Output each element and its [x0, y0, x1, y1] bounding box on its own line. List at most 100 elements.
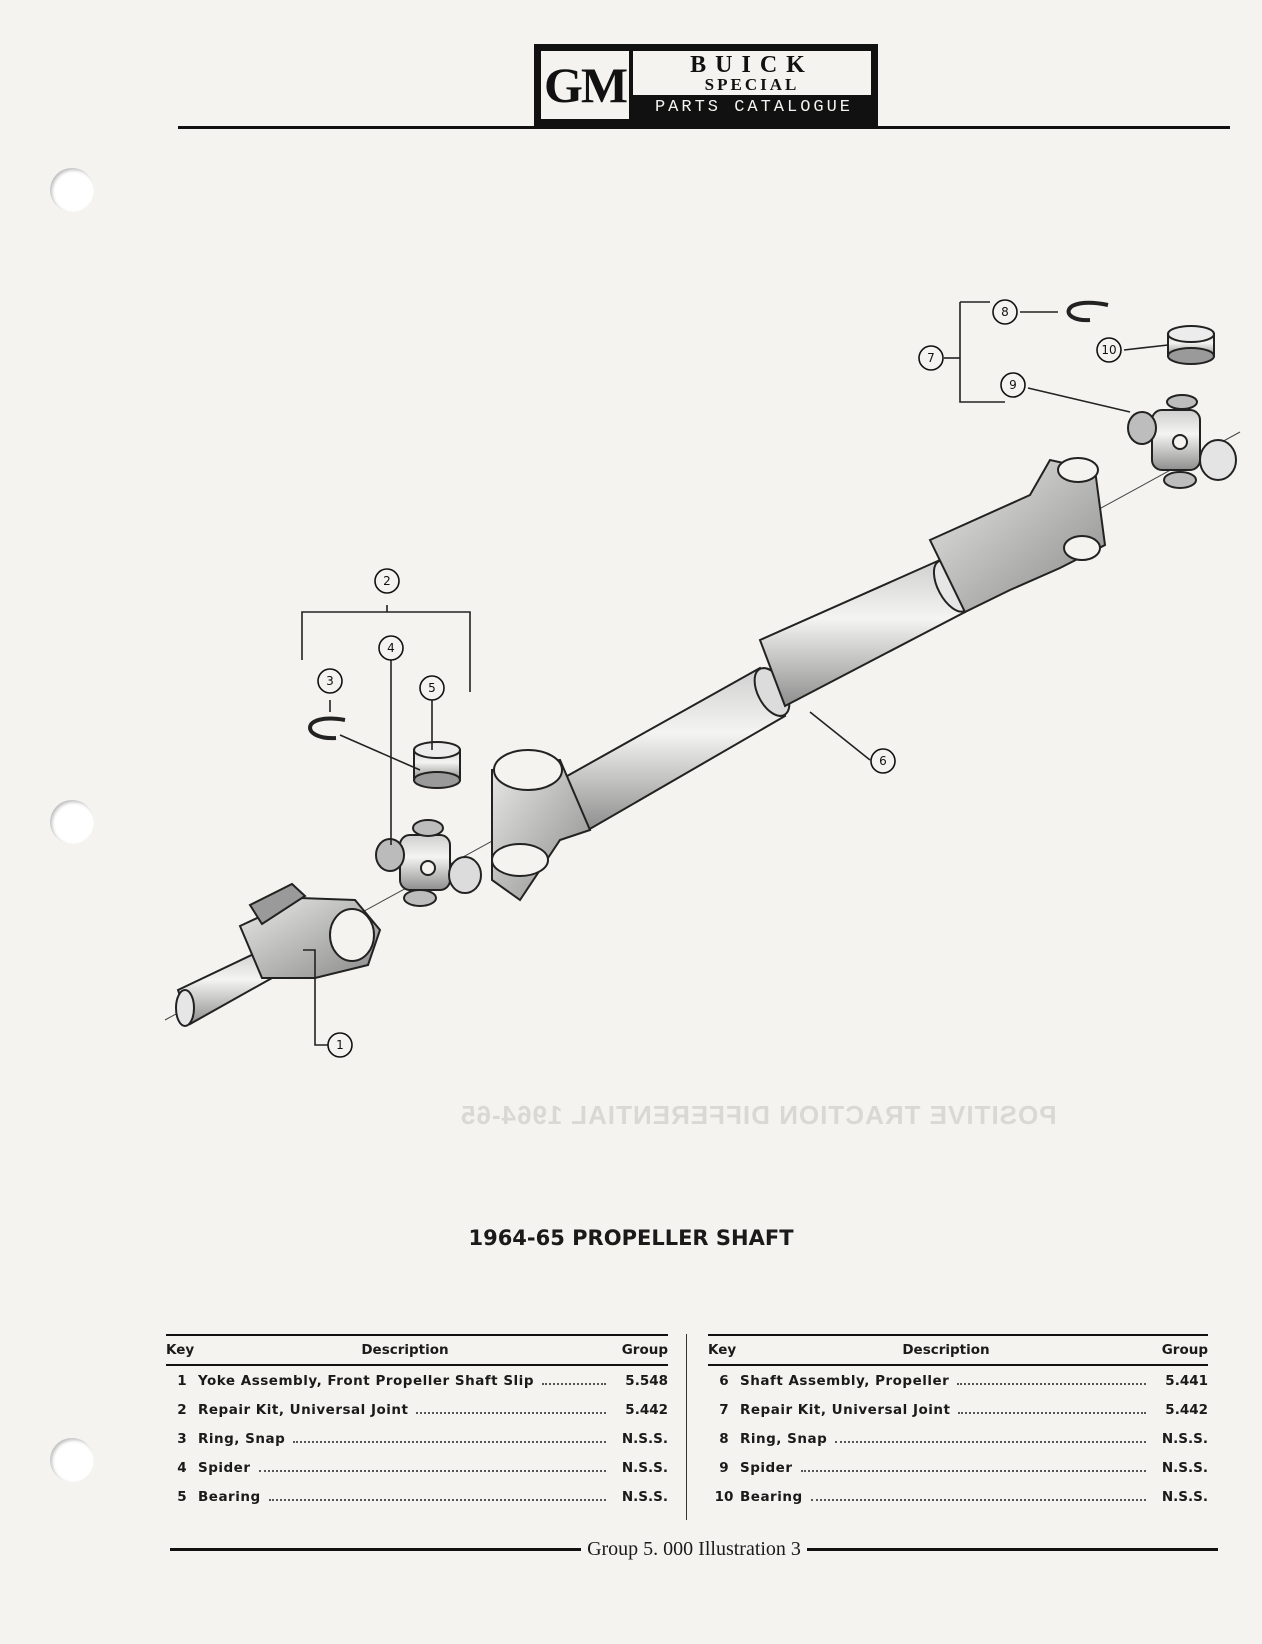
logo-line1: BUICK [690, 51, 814, 78]
row-description: Shaft Assembly, Propeller [740, 1372, 950, 1389]
row-group: N.S.S. [621, 1430, 668, 1447]
logo-line2: SPECIAL [704, 74, 800, 94]
punch-hole-bottom [50, 1438, 94, 1482]
front-spider-part [375, 819, 482, 907]
callout-3: 3 [317, 668, 343, 694]
row-description: Repair Kit, Universal Joint [740, 1401, 951, 1418]
logo-brand: GM [541, 51, 629, 119]
callout-5: 5 [419, 675, 445, 701]
table-column-divider [686, 1334, 687, 1520]
row-key: 6 [719, 1372, 729, 1389]
row-description: Yoke Assembly, Front Propeller Shaft Sli… [198, 1372, 534, 1389]
punch-hole-middle [50, 800, 94, 844]
leader-lines [301, 301, 1169, 1046]
table-row: 4 Spider N.S.S. [166, 1453, 668, 1482]
svg-text:10: 10 [1101, 343, 1116, 357]
parts-table-right: Key Description Group 6 Shaft Assembly, … [708, 1334, 1208, 1511]
svg-text:9: 9 [1009, 378, 1017, 392]
bleed-through-text: POSITIVE TRACTION DIFFERENTIAL 1964-65 [460, 1100, 1057, 1130]
header-group: Group [1161, 1342, 1208, 1358]
row-description: Ring, Snap [740, 1430, 828, 1447]
row-group: N.S.S. [621, 1459, 668, 1476]
header-group: Group [621, 1342, 668, 1358]
callout-10: 10 [1096, 337, 1122, 363]
row-group: N.S.S. [621, 1488, 668, 1505]
row-group: N.S.S. [1161, 1430, 1208, 1447]
table-row: 1 Yoke Assembly, Front Propeller Shaft S… [166, 1366, 668, 1395]
callout-7: 7 [918, 345, 944, 371]
row-group: 5.442 [1165, 1401, 1208, 1418]
footer-rule-left [170, 1547, 582, 1551]
svg-text:3: 3 [326, 674, 334, 688]
row-key: 2 [177, 1401, 187, 1418]
propeller-shaft-exploded-diagram: 1 2 3 4 5 6 7 8 9 10 [164, 299, 1241, 1058]
svg-text:1: 1 [336, 1038, 344, 1052]
gm-parts-catalogue-logo: GM BUICK SPECIAL PARTS CATALOGUE [534, 44, 878, 126]
front-bearing-cup-part [413, 741, 461, 789]
svg-text:7: 7 [927, 351, 935, 365]
punch-hole-top [50, 168, 94, 212]
callout-6: 6 [870, 748, 896, 774]
parts-table-left: Key Description Group 1 Yoke Assembly, F… [166, 1334, 668, 1511]
rear-snap-ring-part [1066, 300, 1109, 323]
logo-buick-special: BUICK SPECIAL [633, 51, 871, 95]
row-group: N.S.S. [1161, 1459, 1208, 1476]
header-key: Key [166, 1342, 195, 1358]
row-group: 5.548 [625, 1372, 668, 1389]
propeller-shaft-tube-part [558, 558, 972, 832]
row-key: 4 [177, 1459, 187, 1476]
logo-text-block: BUICK SPECIAL PARTS CATALOGUE [633, 47, 875, 123]
svg-text:2: 2 [383, 574, 391, 588]
table-header: Key Description Group [166, 1334, 668, 1366]
svg-text:6: 6 [879, 754, 887, 768]
table-row: 6 Shaft Assembly, Propeller 5.441 [708, 1366, 1208, 1395]
svg-text:8: 8 [1001, 305, 1009, 319]
tube-front-yoke-part [491, 749, 592, 902]
page-footer: Group 5. 000 Illustration 3 [170, 1536, 1218, 1562]
svg-text:4: 4 [387, 641, 395, 655]
row-key: 3 [177, 1430, 187, 1447]
callout-8: 8 [992, 299, 1018, 325]
table-row: 9 Spider N.S.S. [708, 1453, 1208, 1482]
table-row: 8 Ring, Snap N.S.S. [708, 1424, 1208, 1453]
table-title: 1964-65 PROPELLER SHAFT [468, 1226, 794, 1250]
row-group: N.S.S. [1161, 1488, 1208, 1505]
row-key: 8 [719, 1430, 729, 1447]
svg-text:5: 5 [428, 681, 436, 695]
logo-line3: PARTS CATALOGUE [654, 98, 854, 117]
header-description: Description [902, 1342, 990, 1358]
row-group: 5.442 [625, 1401, 668, 1418]
rear-tube-yoke-part [928, 457, 1107, 614]
callout-1: 1 [327, 1032, 353, 1058]
rear-spider-part [1127, 394, 1237, 489]
header-rule [178, 126, 1230, 129]
table-row: 5 Bearing N.S.S. [166, 1482, 668, 1511]
row-key: 5 [177, 1488, 187, 1505]
row-description: Spider [198, 1459, 251, 1476]
row-key: 10 [714, 1488, 734, 1505]
rear-bearing-cup-part [1167, 325, 1215, 365]
row-description: Bearing [740, 1488, 803, 1505]
table-row: 7 Repair Kit, Universal Joint 5.442 [708, 1395, 1208, 1424]
front-slip-yoke-part [175, 882, 382, 1027]
front-snap-ring-part [308, 716, 346, 741]
header-key: Key [708, 1342, 737, 1358]
row-group: 5.441 [1165, 1372, 1208, 1389]
callout-2: 2 [374, 568, 400, 594]
row-description: Spider [740, 1459, 793, 1476]
row-description: Repair Kit, Universal Joint [198, 1401, 409, 1418]
callout-9: 9 [1000, 372, 1026, 398]
table-header: Key Description Group [708, 1334, 1208, 1366]
row-key: 9 [719, 1459, 729, 1476]
row-key: 1 [177, 1372, 187, 1389]
footer-rule-right [806, 1547, 1218, 1551]
row-description: Ring, Snap [198, 1430, 286, 1447]
row-key: 7 [719, 1401, 729, 1418]
table-row: 10 Bearing N.S.S. [708, 1482, 1208, 1511]
row-description: Bearing [198, 1488, 261, 1505]
header-description: Description [361, 1342, 449, 1358]
table-row: 2 Repair Kit, Universal Joint 5.442 [166, 1395, 668, 1424]
table-row: 3 Ring, Snap N.S.S. [166, 1424, 668, 1453]
footer-caption: Group 5. 000 Illustration 3 [587, 1537, 801, 1560]
callout-4: 4 [378, 635, 404, 661]
